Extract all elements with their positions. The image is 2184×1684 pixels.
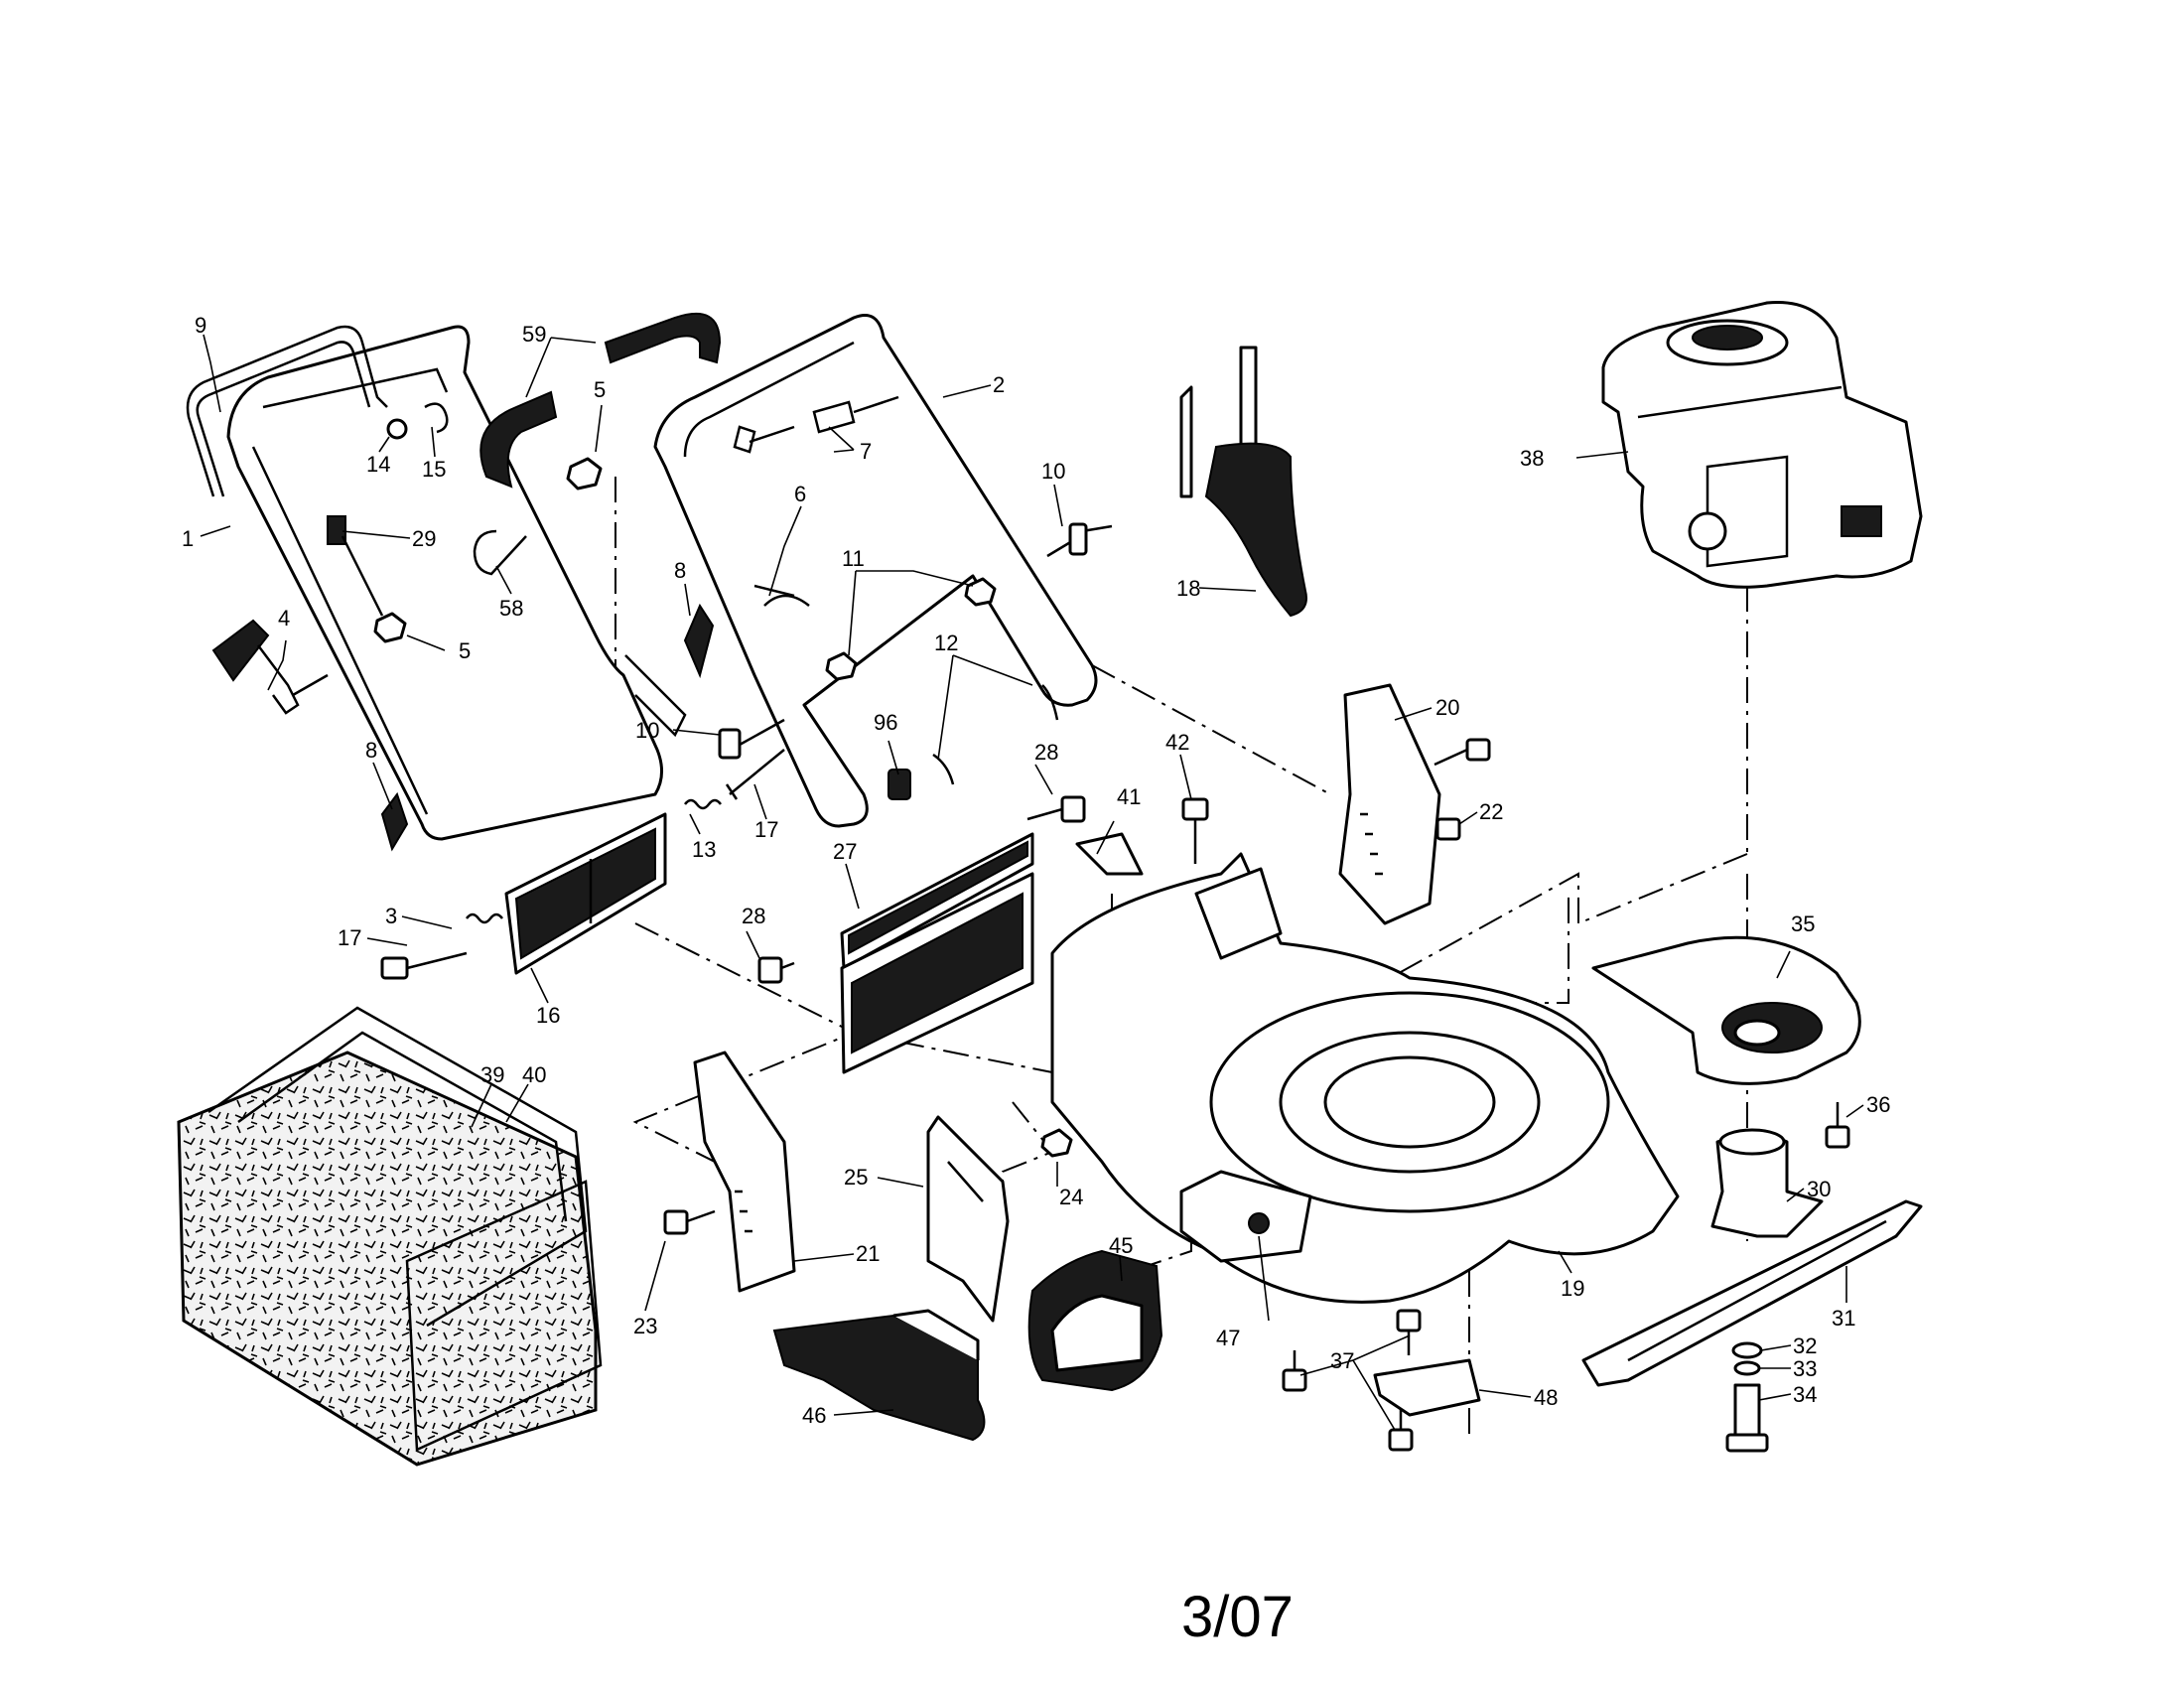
part-label-14: 14 bbox=[366, 452, 390, 477]
part-label-96: 96 bbox=[874, 710, 897, 735]
part-label-47: 47 bbox=[1216, 1326, 1240, 1350]
part-label-32: 32 bbox=[1793, 1333, 1817, 1358]
mulch-plug bbox=[1179, 346, 1307, 618]
hardware bbox=[211, 395, 1850, 1452]
part-label-3: 3 bbox=[385, 904, 397, 928]
part-label-33: 33 bbox=[1793, 1356, 1817, 1381]
part-label-38: 38 bbox=[1520, 446, 1544, 471]
part-label-36: 36 bbox=[1866, 1092, 1890, 1117]
blade-baffle bbox=[1591, 935, 1861, 1085]
part-label-42: 42 bbox=[1165, 730, 1189, 755]
part-labels: 9 1 2 3 4 5 5 6 7 8 8 10 10 11 12 13 14 … bbox=[182, 313, 1890, 1428]
part-label-28: 28 bbox=[1034, 740, 1058, 765]
part-label-24: 24 bbox=[1059, 1185, 1083, 1209]
part-label-23: 23 bbox=[633, 1314, 657, 1338]
part-label-17: 17 bbox=[754, 817, 778, 842]
part-label-1: 1 bbox=[182, 526, 194, 551]
height-adjusters bbox=[693, 683, 1441, 1293]
part-label-34: 34 bbox=[1793, 1382, 1817, 1407]
part-label-7: 7 bbox=[860, 439, 872, 464]
part-label-39: 39 bbox=[480, 1062, 504, 1087]
part-label-37: 37 bbox=[1330, 1348, 1354, 1373]
part-label-30: 30 bbox=[1807, 1177, 1831, 1201]
blade-assembly bbox=[1581, 1128, 1923, 1453]
part-label-17: 17 bbox=[338, 925, 361, 950]
part-label-16: 16 bbox=[536, 1003, 560, 1028]
part-label-15: 15 bbox=[422, 457, 446, 482]
part-label-58: 58 bbox=[499, 596, 523, 621]
part-label-4: 4 bbox=[278, 606, 290, 631]
part-label-18: 18 bbox=[1176, 576, 1200, 601]
engine bbox=[1601, 300, 1923, 589]
leader-lines bbox=[200, 334, 1864, 1431]
part-label-25: 25 bbox=[844, 1165, 868, 1190]
part-label-10: 10 bbox=[1041, 459, 1065, 484]
part-label-8: 8 bbox=[674, 558, 686, 583]
grass-catcher bbox=[177, 1006, 603, 1467]
part-label-59: 59 bbox=[522, 322, 546, 347]
part-label-2: 2 bbox=[993, 372, 1005, 397]
part-label-11: 11 bbox=[842, 546, 865, 571]
lower-handle bbox=[226, 325, 687, 841]
part-label-12: 12 bbox=[934, 631, 958, 655]
part-label-5: 5 bbox=[459, 638, 471, 663]
part-label-41: 41 bbox=[1117, 784, 1141, 809]
control-bail bbox=[186, 325, 388, 497]
part-label-10: 10 bbox=[635, 718, 659, 743]
part-label-20: 20 bbox=[1435, 695, 1459, 720]
part-label-6: 6 bbox=[794, 482, 806, 506]
part-label-27: 27 bbox=[833, 839, 857, 864]
part-label-40: 40 bbox=[522, 1062, 546, 1087]
chute-parts bbox=[772, 832, 1481, 1442]
part-label-29: 29 bbox=[412, 526, 436, 551]
part-label-48: 48 bbox=[1534, 1385, 1558, 1410]
part-label-45: 45 bbox=[1109, 1233, 1133, 1258]
revision-date: 3/07 bbox=[1181, 1585, 1294, 1649]
part-label-21: 21 bbox=[856, 1241, 880, 1266]
part-label-19: 19 bbox=[1561, 1276, 1584, 1301]
hose-parts bbox=[479, 313, 722, 489]
part-label-9: 9 bbox=[195, 313, 206, 338]
part-label-8: 8 bbox=[365, 738, 377, 763]
part-label-28: 28 bbox=[742, 904, 765, 928]
part-label-13: 13 bbox=[692, 837, 716, 862]
rear-door bbox=[504, 812, 1034, 1074]
part-label-5: 5 bbox=[594, 377, 606, 402]
part-label-46: 46 bbox=[802, 1403, 826, 1428]
part-label-31: 31 bbox=[1832, 1306, 1855, 1331]
part-label-35: 35 bbox=[1791, 912, 1815, 936]
part-label-22: 22 bbox=[1479, 799, 1503, 824]
mower-deck bbox=[1050, 852, 1680, 1304]
